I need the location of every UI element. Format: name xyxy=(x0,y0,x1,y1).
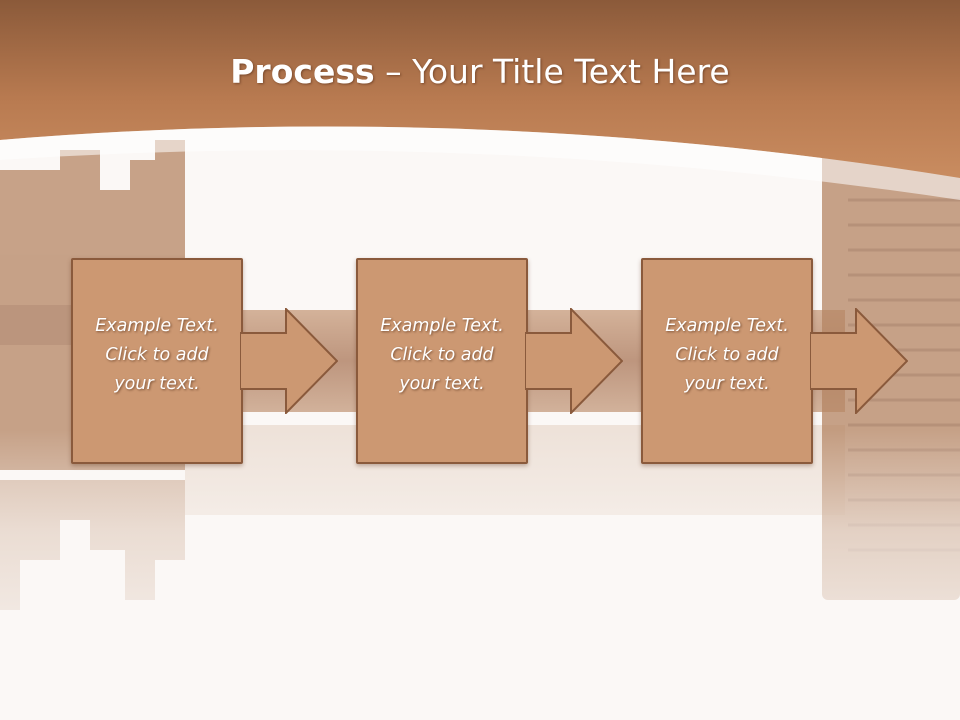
title-bold: Process xyxy=(230,52,375,91)
step-1-text[interactable]: Example Text. Click to add your text. xyxy=(95,316,219,394)
step-2-text[interactable]: Example Text. Click to add your text. xyxy=(380,316,504,394)
slide-title[interactable]: Process – Your Title Text Here xyxy=(0,52,960,91)
step-1-arrow[interactable] xyxy=(240,308,338,414)
step-2-arrow[interactable] xyxy=(525,308,623,414)
process-step-3[interactable]: Example Text. Click to add your text. xyxy=(641,258,813,464)
step-3-arrow[interactable] xyxy=(810,308,908,414)
step-3-text[interactable]: Example Text. Click to add your text. xyxy=(665,316,789,394)
title-rest: – Your Title Text Here xyxy=(374,52,730,91)
header-band xyxy=(0,0,960,178)
process-step-1[interactable]: Example Text. Click to add your text. xyxy=(71,258,243,464)
process-step-2[interactable]: Example Text. Click to add your text. xyxy=(356,258,528,464)
